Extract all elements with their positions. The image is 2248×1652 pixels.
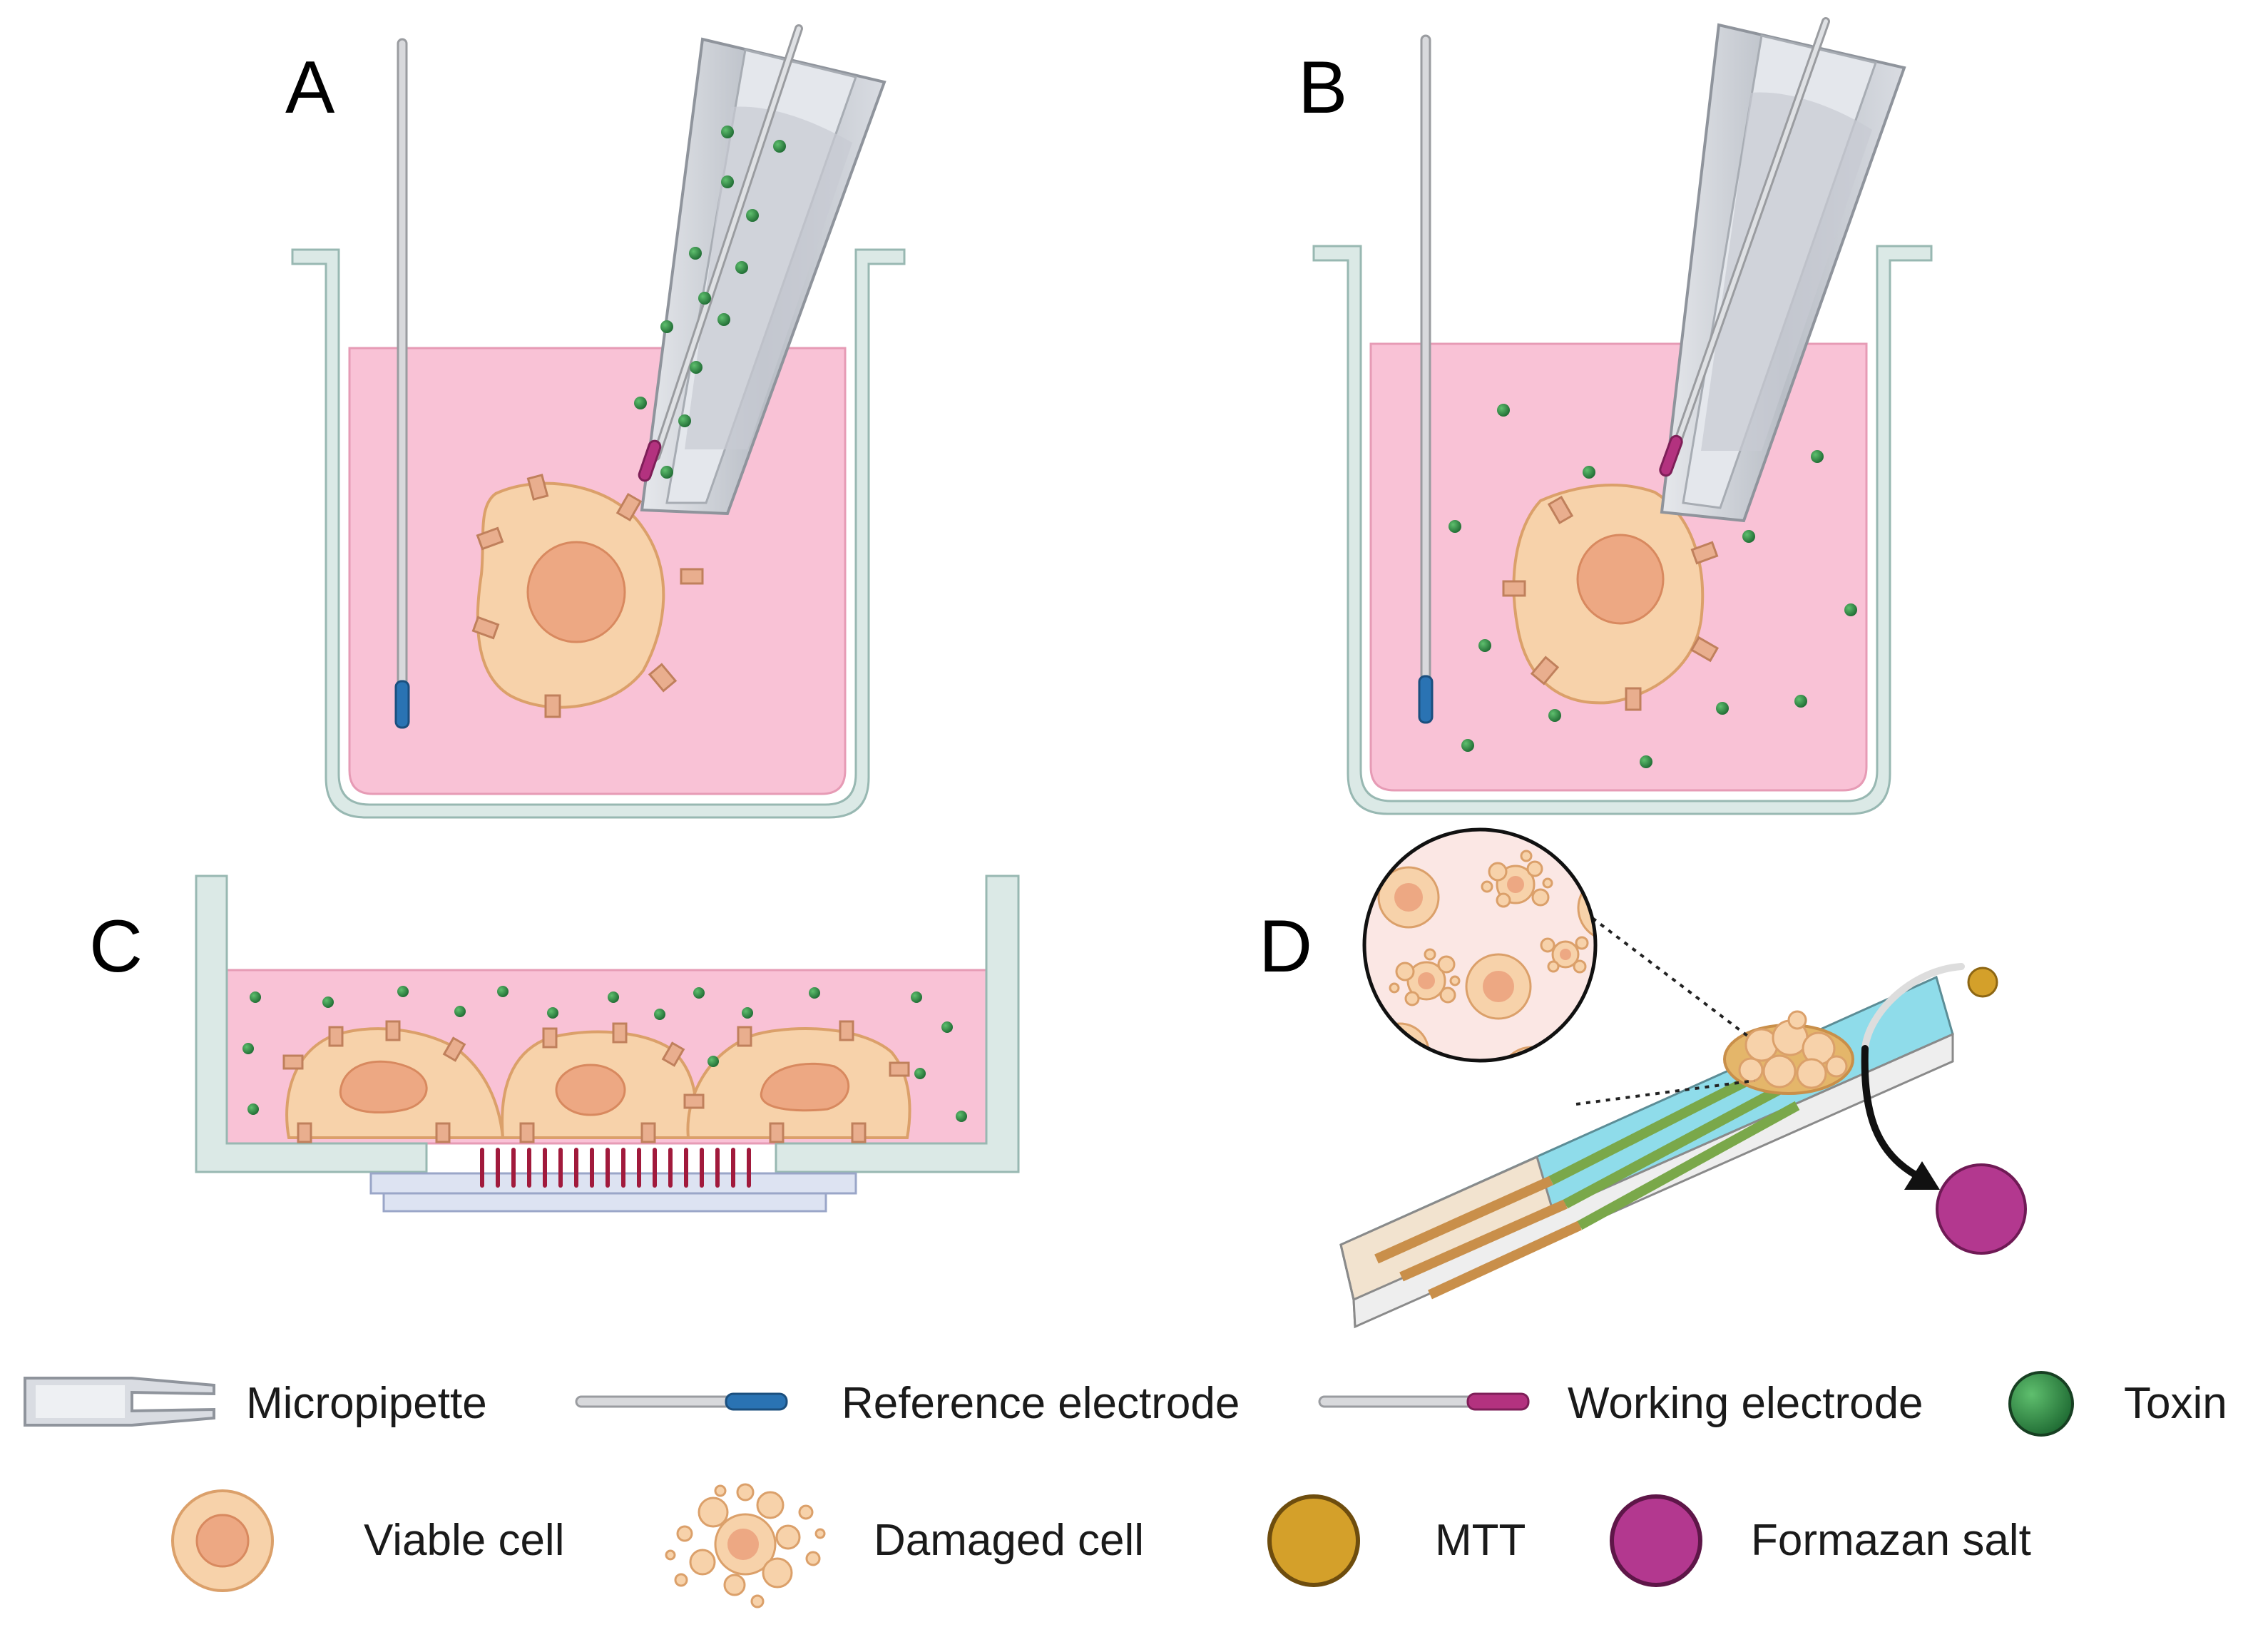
legend-reference-electrode: Reference electrode <box>575 1379 1240 1428</box>
panel-c: C <box>89 875 1020 1213</box>
beaker <box>291 248 906 819</box>
cell-nuclei <box>339 1060 850 1116</box>
legend: Micropipette Reference electrode Working… <box>24 1371 2227 1608</box>
working-electrode-icon <box>1318 1392 1530 1411</box>
panel-label-a: A <box>285 46 335 129</box>
culture-dish <box>195 875 1020 1173</box>
legend-label: Formazan salt <box>1751 1516 2031 1565</box>
legend-working-electrode: Working electrode <box>1318 1379 1923 1428</box>
cells-on-chip <box>1738 1010 1848 1089</box>
interdigitated-electrodes <box>480 1148 751 1188</box>
legend-formazan-salt: Formazan salt <box>1610 1494 2031 1587</box>
panel-label-b: B <box>1298 46 1347 129</box>
adherent-cells <box>285 1027 911 1139</box>
toxin-particles <box>1449 404 1857 768</box>
panel-b: B <box>1298 17 1933 815</box>
cell-nucleus <box>526 541 626 643</box>
zoom-inset <box>1362 827 1598 1063</box>
micropipette <box>638 24 887 516</box>
working-electrode-tip <box>638 439 662 482</box>
inset-damaged-nuclei <box>1418 876 1571 989</box>
viable-cell <box>1502 484 1720 711</box>
legend-label: Toxin <box>2124 1379 2227 1428</box>
zoom-line <box>1575 1079 1755 1106</box>
mtt-particle <box>1967 967 1998 998</box>
toxin-icon <box>2008 1371 2074 1437</box>
panel-d: D <box>1259 827 2027 1329</box>
beaker <box>1312 245 1933 815</box>
legend-toxin: Toxin <box>2008 1371 2227 1437</box>
micropipette <box>1659 17 1906 523</box>
conversion-arrow <box>1861 1045 1926 1182</box>
chip-traces <box>1548 1065 1800 1230</box>
viable-cell <box>471 474 704 718</box>
legend-viable-cell: Viable cell <box>171 1489 564 1592</box>
membrane-pumps <box>282 1020 910 1143</box>
panel-a: A <box>285 24 906 819</box>
formazan-particle <box>1936 1163 2027 1255</box>
panel-label-c: C <box>89 905 143 988</box>
legend-mtt: MTT <box>1267 1494 1526 1587</box>
conversion-arrow-tail <box>1861 963 1965 1052</box>
membrane-pumps <box>1502 495 1720 711</box>
legend-label: Viable cell <box>364 1516 564 1565</box>
legend-label: Reference electrode <box>842 1379 1240 1428</box>
legend-label: Working electrode <box>1568 1379 1923 1428</box>
viable-cell-icon <box>171 1489 274 1592</box>
micropipette-icon <box>24 1377 215 1427</box>
legend-label: MTT <box>1435 1516 1526 1565</box>
toxin-particles <box>634 126 786 479</box>
reference-electrode <box>1418 34 1434 724</box>
formazan-icon <box>1610 1494 1702 1587</box>
reference-electrode-icon <box>575 1392 788 1411</box>
membrane-pumps <box>471 474 704 718</box>
electrode-support <box>369 1172 857 1195</box>
conversion-arrowhead <box>1904 1161 1940 1190</box>
working-electrode-tip <box>1659 434 1683 477</box>
electrode-substrate <box>382 1190 827 1213</box>
mtt-icon <box>1267 1494 1360 1587</box>
cell-nucleus <box>1576 534 1665 625</box>
legend-label: Damaged cell <box>874 1516 1144 1565</box>
sensor-chip <box>1339 975 1954 1329</box>
inset-damaged-cells <box>1389 850 1589 1006</box>
legend-micropipette: Micropipette <box>24 1377 487 1428</box>
chip-contacts <box>1374 1176 1582 1300</box>
toxin-particles <box>242 986 967 1122</box>
legend-damaged-cell: Damaged cell <box>665 1483 1144 1608</box>
reference-electrode <box>394 38 410 729</box>
damaged-cell-icon <box>665 1483 826 1608</box>
panel-label-d: D <box>1259 905 1312 988</box>
legend-label: Micropipette <box>246 1379 487 1428</box>
